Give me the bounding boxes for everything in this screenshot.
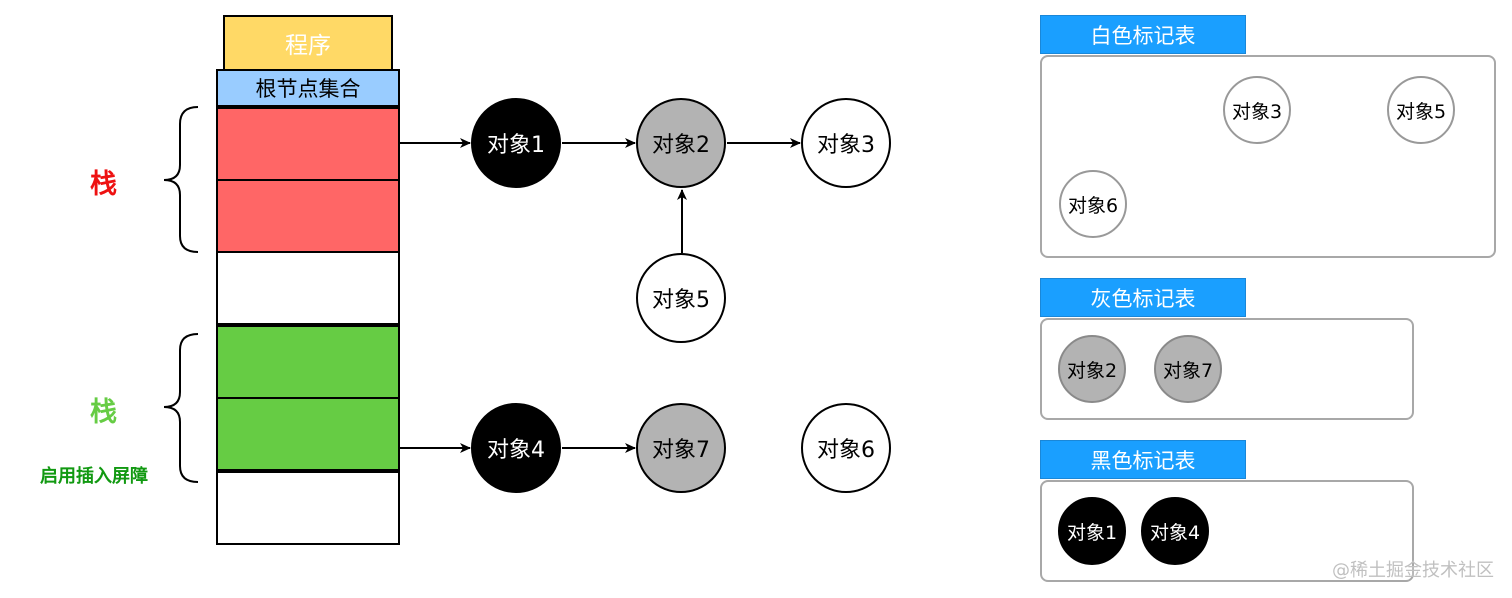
black-table-item: 对象1 xyxy=(1058,497,1126,565)
node-obj5: 对象5 xyxy=(636,253,726,343)
black-table-title: 黑色标记表 xyxy=(1040,440,1246,479)
stack-label-red: 栈 xyxy=(90,169,117,200)
root-set-box: 根节点集合 xyxy=(216,69,400,107)
white-table-item: 对象6 xyxy=(1059,170,1127,238)
program-box: 程序 xyxy=(223,15,393,71)
stack-label-green: 栈 xyxy=(90,397,117,428)
white-table-title: 白色标记表 xyxy=(1040,15,1246,54)
gray-table-item: 对象7 xyxy=(1154,335,1222,403)
stack-frame-green-1 xyxy=(216,325,400,399)
stack-frame-empty-2 xyxy=(216,471,400,545)
insert-barrier-label: 启用插入屏障 xyxy=(40,466,148,487)
stack-frame-red-1 xyxy=(216,107,400,181)
node-obj2: 对象2 xyxy=(636,98,726,188)
node-obj4: 对象4 xyxy=(471,403,561,493)
stack-frame-empty-1 xyxy=(216,251,400,325)
brace-top xyxy=(163,106,199,253)
brace-bottom xyxy=(163,333,199,483)
watermark: @稀土掘金技术社区 xyxy=(1332,560,1494,581)
node-obj1: 对象1 xyxy=(471,98,561,188)
gray-table-item: 对象2 xyxy=(1058,335,1126,403)
white-table-item: 对象3 xyxy=(1223,76,1291,144)
stack-frame-green-2 xyxy=(216,397,400,471)
node-obj3: 对象3 xyxy=(801,98,891,188)
black-table-item: 对象4 xyxy=(1141,497,1209,565)
node-obj7: 对象7 xyxy=(636,403,726,493)
node-obj6: 对象6 xyxy=(801,403,891,493)
white-table-item: 对象5 xyxy=(1387,76,1455,144)
gray-table-title: 灰色标记表 xyxy=(1040,278,1246,317)
